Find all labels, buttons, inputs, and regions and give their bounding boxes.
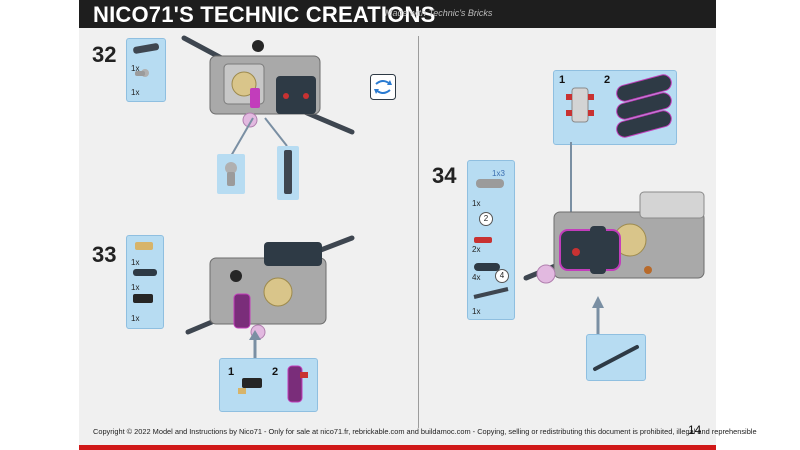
- column-divider: [418, 36, 419, 428]
- callout-34-part: [586, 334, 646, 381]
- callout-sub-step: 1: [559, 74, 566, 86]
- page-subtitle: Made with Technic's Bricks: [385, 8, 493, 18]
- part-qty: 1x: [131, 88, 140, 97]
- callout-sub-step: 1: [228, 366, 235, 378]
- part-size: 1x3: [492, 169, 505, 178]
- copyright-notice: Copyright © 2022 Model and Instructions …: [93, 427, 757, 436]
- part-qty: 1x: [472, 199, 481, 208]
- part-qty: 1x: [131, 258, 140, 267]
- step-number-32: 32: [92, 42, 117, 67]
- page-title: NICO71'S TECHNIC CREATIONS: [93, 2, 436, 27]
- callout-sub-step: 2: [604, 74, 611, 86]
- part-qty: 1x: [472, 307, 481, 316]
- parts-list-32: [126, 38, 166, 102]
- step-number-33: 33: [92, 242, 117, 267]
- axle-part-art: [593, 345, 639, 371]
- step-32-callouts: [217, 117, 299, 200]
- parts-list-33: [126, 235, 164, 329]
- callout-sub-step: 2: [272, 366, 279, 378]
- callout-leader-line: [570, 142, 572, 220]
- parts-list-34-art: [473, 179, 509, 299]
- part-qty: 1x: [131, 283, 140, 292]
- part-qty: 1x: [131, 64, 140, 73]
- part-qty: 4x: [472, 273, 481, 282]
- step-number-34: 34: [432, 163, 457, 188]
- sub-assembly-marker: 4: [495, 269, 509, 283]
- part-qty: 2x: [472, 245, 481, 254]
- parts-list-34: [467, 160, 515, 320]
- callout-34-art: [566, 74, 672, 138]
- step-32-model: [181, 35, 355, 135]
- footer-accent-bar: [79, 445, 716, 450]
- sub-assembly-marker: 2: [479, 212, 493, 226]
- header-bar: [79, 0, 716, 28]
- step-34-model: [523, 191, 705, 284]
- parts-list-32-art: [133, 43, 160, 77]
- page-number: 14: [688, 423, 702, 437]
- rotate-model-icon: [370, 74, 396, 100]
- callout-arrow-icon: [592, 296, 604, 338]
- parts-list-33-art: [133, 242, 157, 303]
- part-qty: 1x: [131, 314, 140, 323]
- step-33-model: [185, 235, 355, 340]
- callout-33-art: [238, 365, 308, 403]
- callout-arrow-icon: [249, 330, 261, 358]
